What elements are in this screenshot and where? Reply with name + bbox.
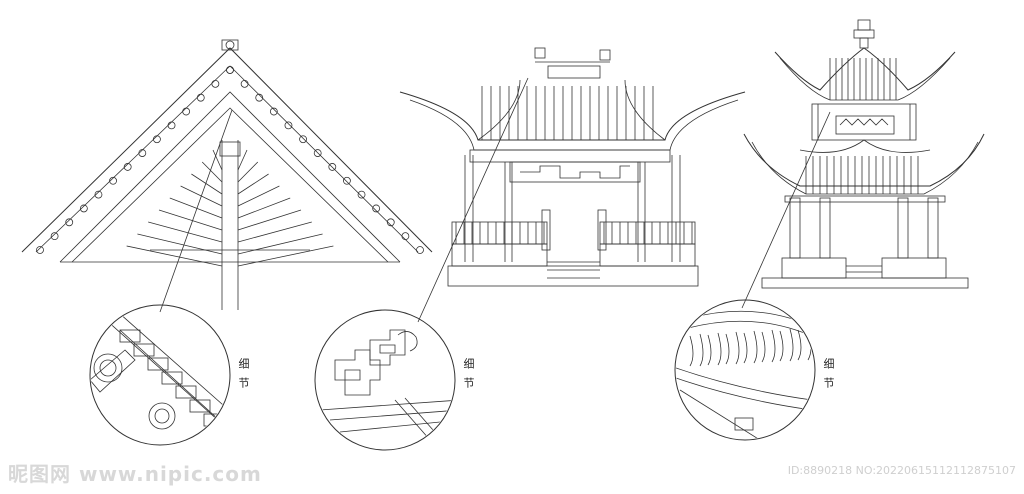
detail-label-1: 细节 bbox=[237, 358, 250, 396]
detail-label-3: 细节 bbox=[822, 358, 835, 396]
roof-corner-drawing bbox=[21, 39, 433, 310]
callout-line-3 bbox=[741, 111, 831, 309]
callout-line-1 bbox=[159, 109, 233, 313]
detail-circle-1 bbox=[89, 304, 231, 446]
watermark-id: ID:8890218 NO:20220615112112875107 bbox=[787, 464, 1016, 477]
double-eave-pavilion-drawing bbox=[743, 19, 985, 289]
callout-line-2 bbox=[417, 77, 529, 323]
detail-label-2: 细节 bbox=[462, 358, 475, 396]
detail-circle-2 bbox=[314, 309, 456, 451]
watermark-site: 昵图网 www.nipic.com bbox=[8, 462, 262, 486]
detail-circle-3 bbox=[674, 299, 816, 441]
single-eave-pavilion-drawing bbox=[399, 47, 746, 287]
